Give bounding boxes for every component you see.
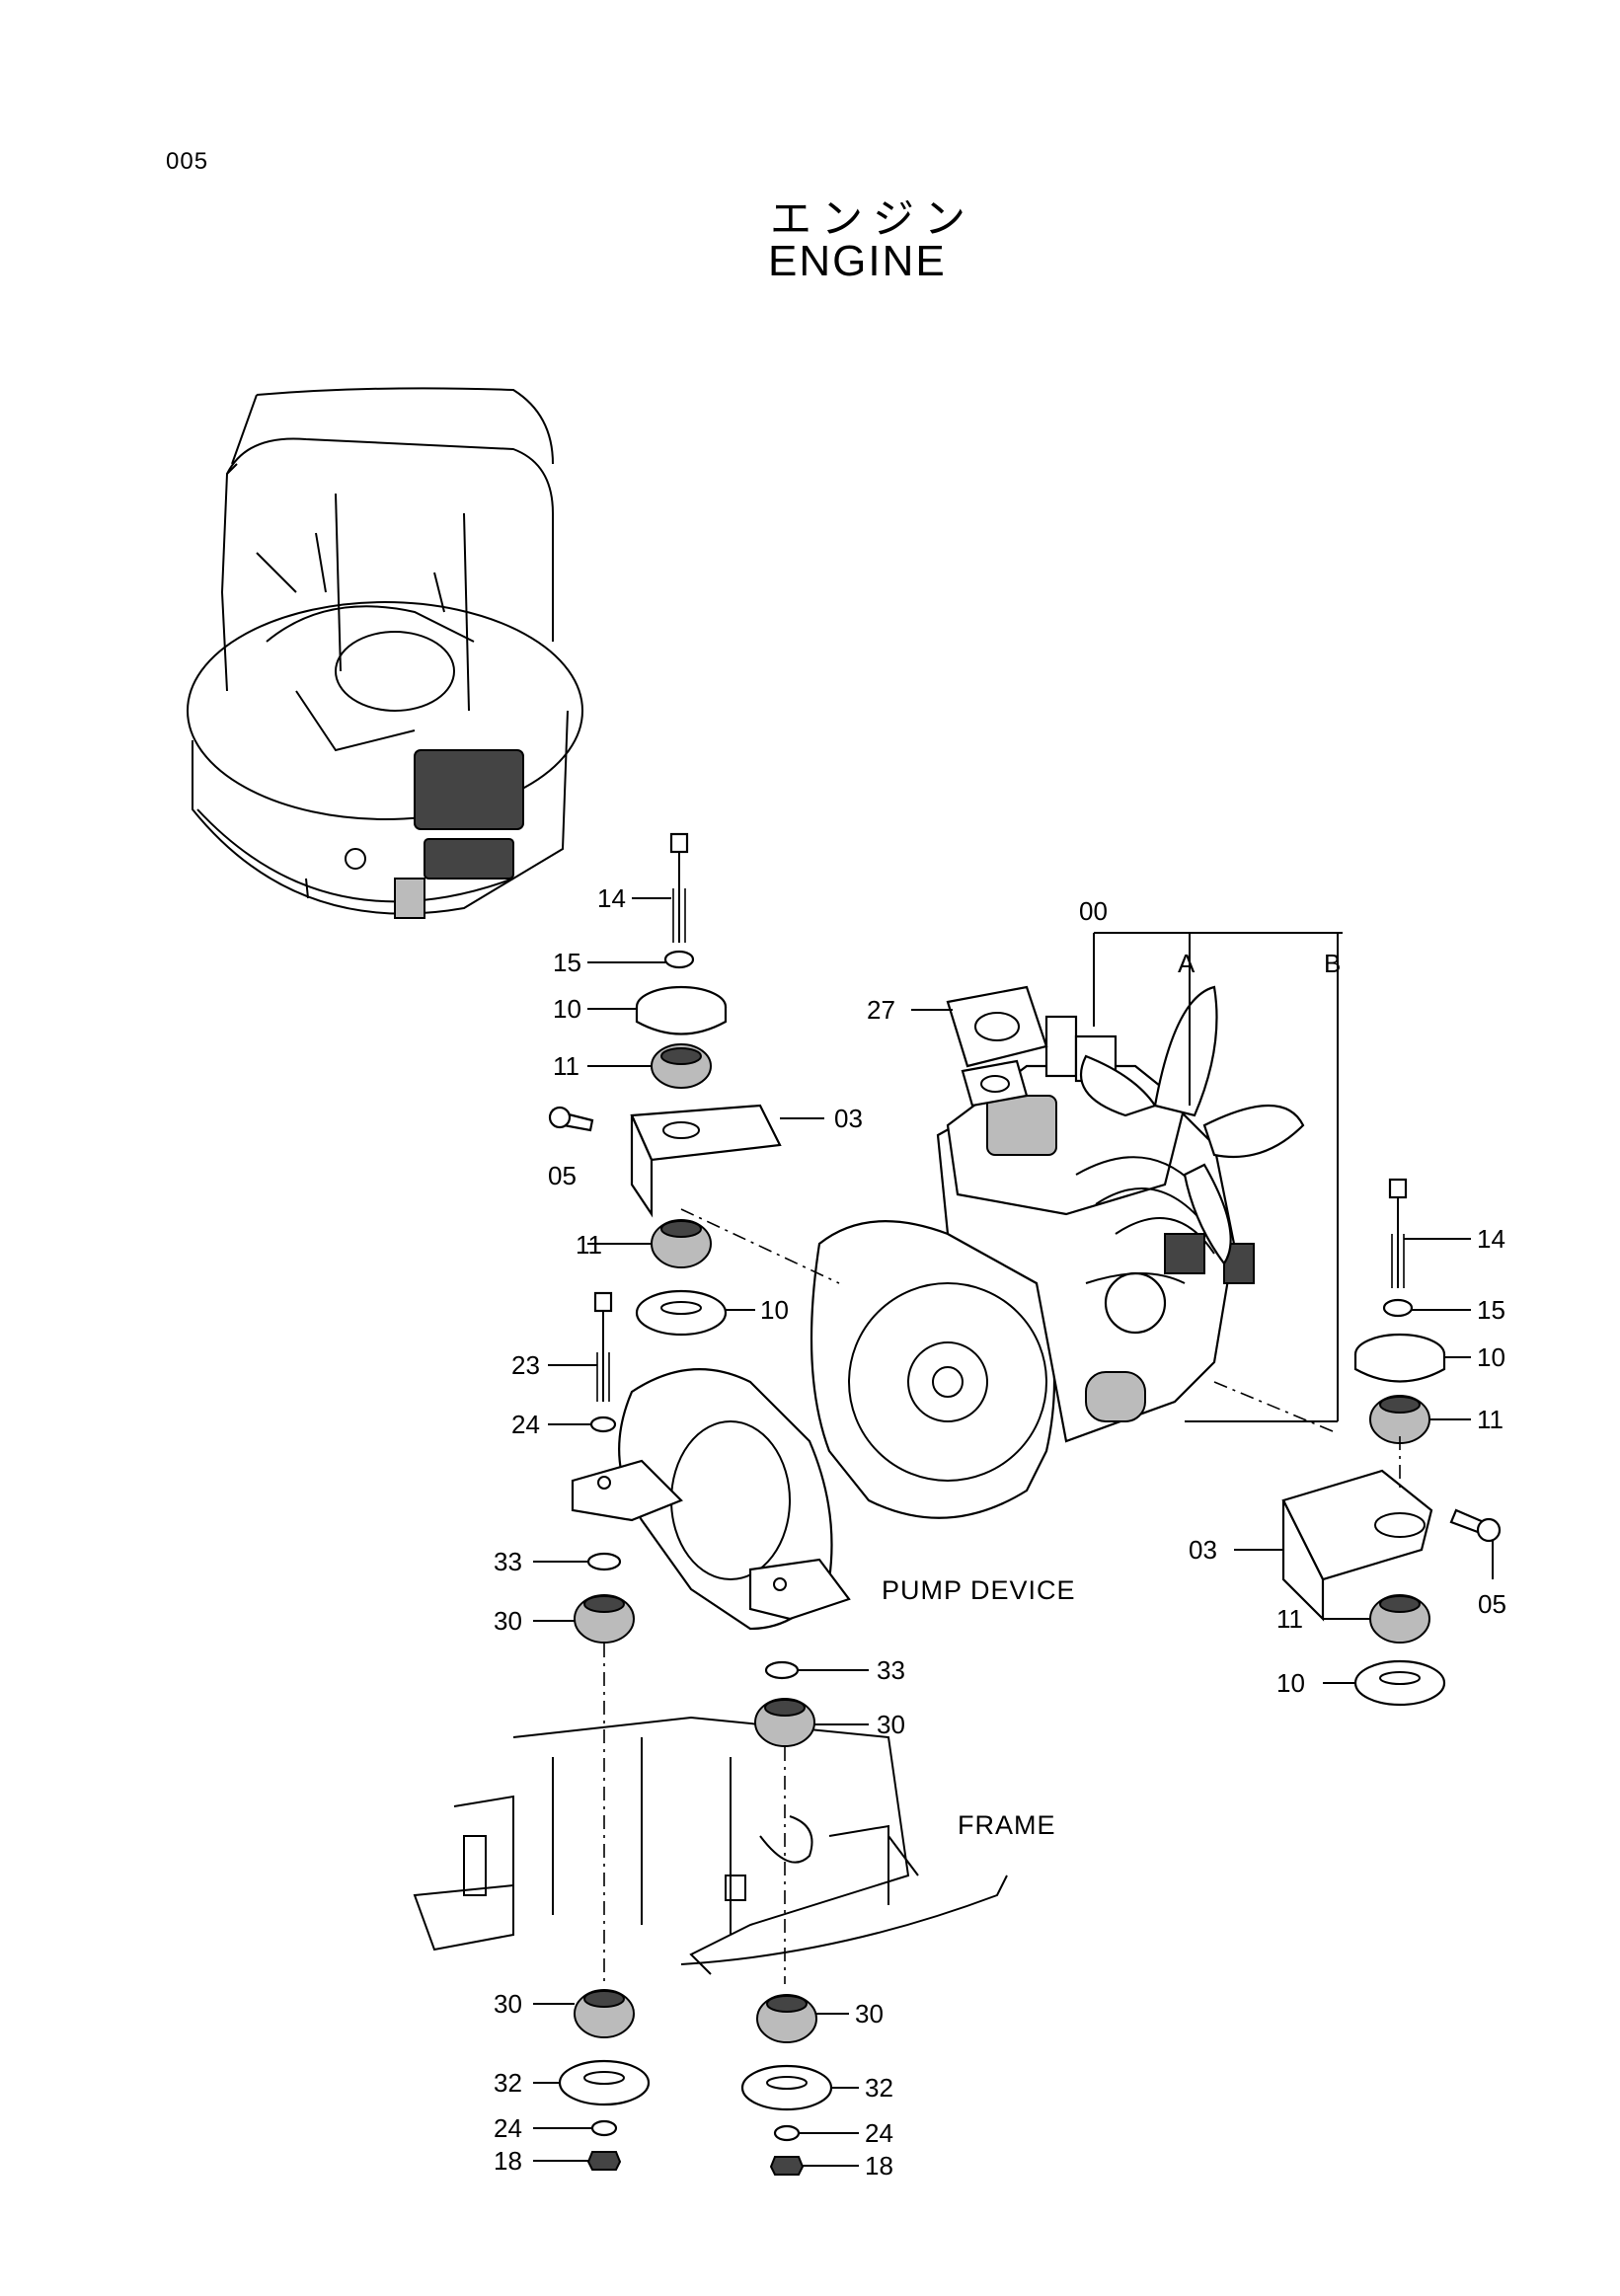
callout-32-center: 32 [865,2073,893,2103]
callout-11-left-mid: 11 [576,1230,602,1260]
callout-33-center: 33 [877,1655,905,1685]
page-title: ENGINE [768,237,947,285]
callout-00: 00 [1079,896,1108,926]
callout-10-left-mid: 10 [760,1295,789,1325]
callout-30-center-lower: 30 [855,1999,884,2028]
callout-05-left: 05 [548,1161,577,1190]
frame-caption: FRAME [958,1810,1056,1840]
callout-15-left: 15 [553,948,581,977]
callout-30-left-lower: 30 [494,1989,522,2019]
pump-device-caption: PUMP DEVICE [882,1575,1076,1605]
engine-assembly-illustration [810,985,1305,1519]
callout-b: B [1324,949,1341,978]
pump-device-illustration [571,1368,851,1631]
callout-15-right: 15 [1477,1295,1505,1325]
callout-30-center-upper: 30 [877,1710,905,1739]
callout-14-right: 14 [1477,1224,1505,1254]
callout-11-right-top: 11 [1477,1405,1504,1434]
callout-a: A [1178,949,1196,978]
excavator-overview-illustration [187,387,583,919]
callout-24-center-lower: 24 [865,2118,893,2148]
page-title-japanese: エンジン [770,194,976,243]
callout-10-left-top: 10 [553,994,581,1024]
callout-10-right-top: 10 [1477,1342,1505,1372]
callout-24-left-lower: 24 [494,2113,522,2143]
callout-23: 23 [511,1350,540,1380]
callout-10-right-bottom: 10 [1276,1668,1305,1698]
callout-33-left: 33 [494,1547,522,1576]
callout-24-upper: 24 [511,1410,540,1439]
callout-18-left: 18 [494,2146,522,2176]
callout-14-left: 14 [597,883,626,913]
callout-03-right: 03 [1189,1535,1217,1565]
callout-03-left: 03 [834,1104,863,1133]
callout-11-left-top: 11 [553,1051,579,1081]
callout-11-right-bottom: 11 [1276,1604,1303,1634]
frame-illustration [413,1716,1008,1975]
callout-18-center: 18 [865,2151,893,2181]
page-number: 005 [166,148,209,175]
callout-30-left-upper: 30 [494,1606,522,1636]
callout-32-left: 32 [494,2068,522,2098]
callout-05-right: 05 [1478,1589,1506,1619]
leader-lines [533,897,1494,2167]
callout-27: 27 [867,995,895,1025]
